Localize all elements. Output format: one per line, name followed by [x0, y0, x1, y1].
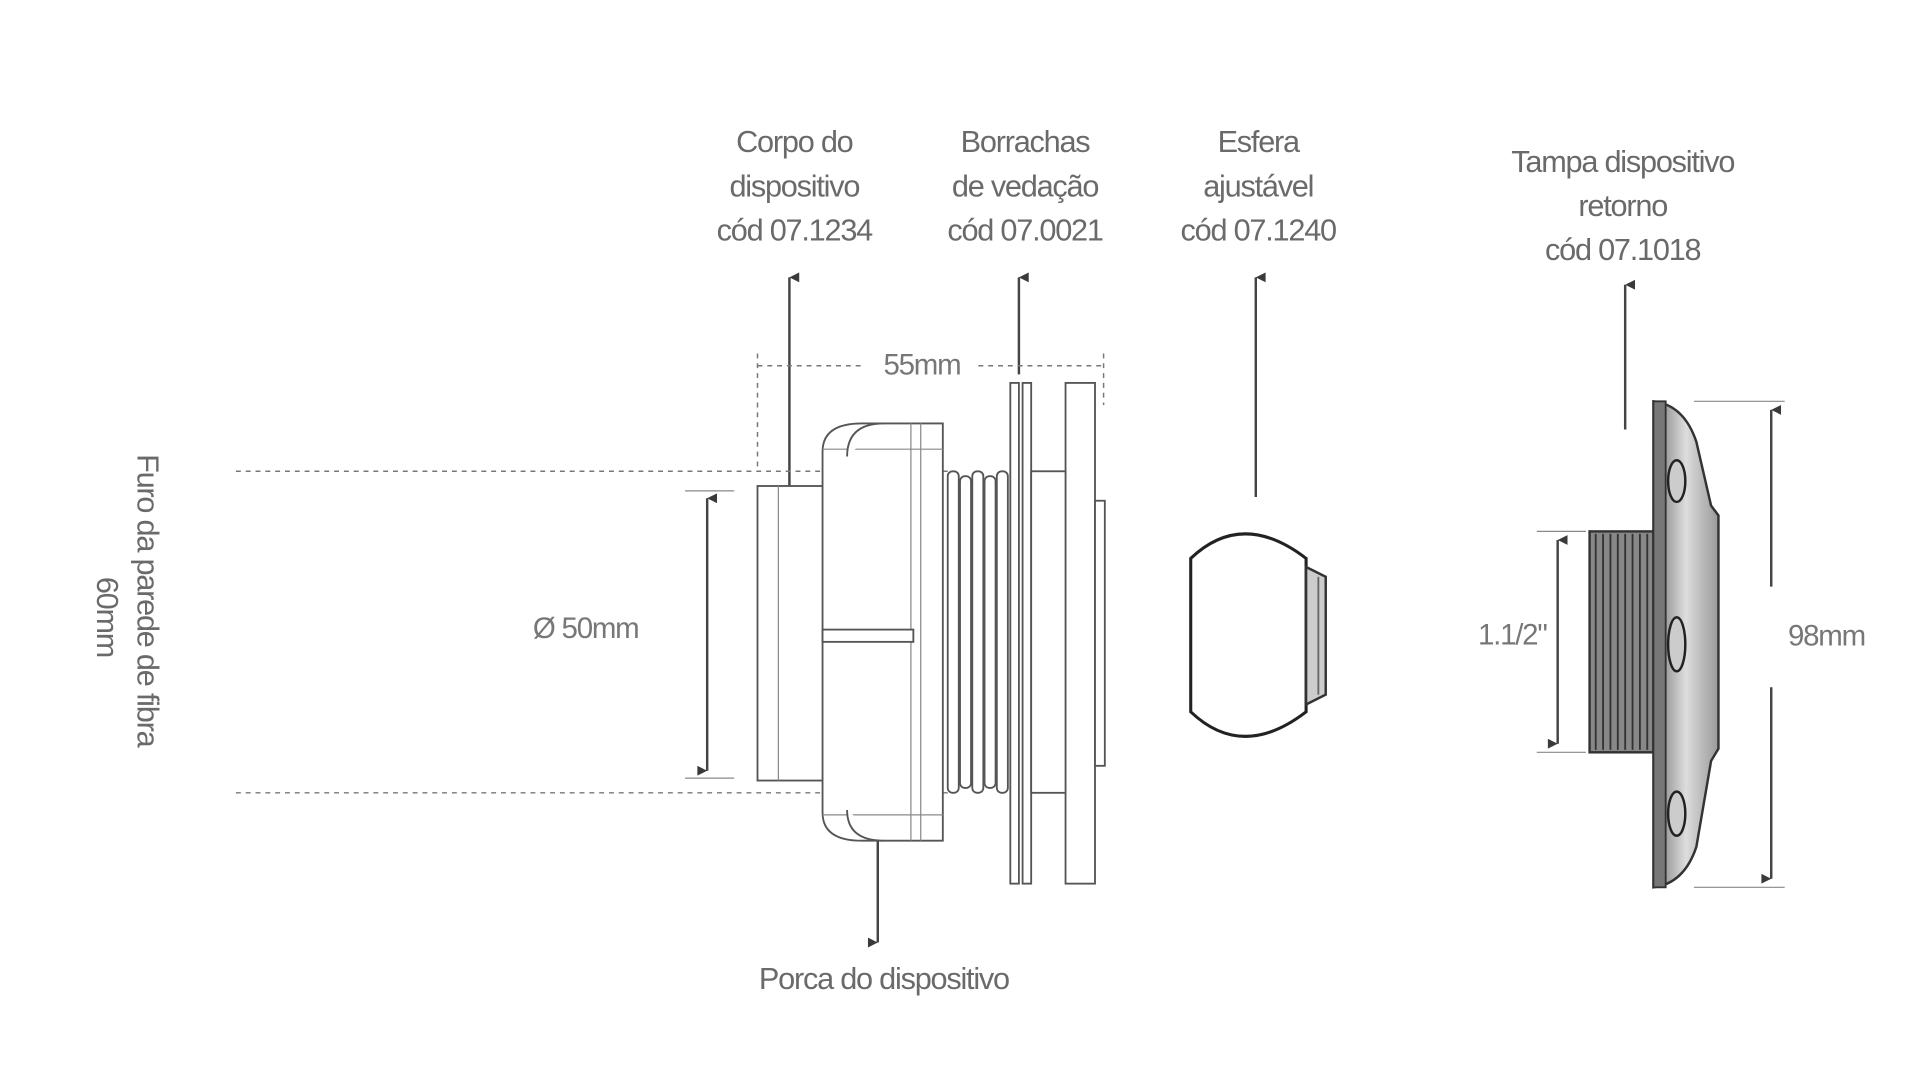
dimension-diameter: Ø 50mm [533, 490, 735, 779]
label-nut: Porca do dispositivo [759, 961, 1009, 996]
label-wall-hole: Furo da parede de fibra 60mm [90, 454, 166, 748]
svg-text:Borrachas: Borrachas [961, 124, 1091, 159]
device-body [756, 422, 944, 842]
svg-text:Esfera: Esfera [1218, 124, 1301, 159]
svg-text:dispositivo: dispositivo [729, 168, 859, 203]
label-seals: Borrachas de vedação cód 07.0021 [947, 124, 1104, 248]
svg-text:Tampa dispositivo: Tampa dispositivo [1511, 144, 1734, 179]
sealing-rubbers [1009, 381, 1106, 885]
thread-ridge [959, 475, 972, 789]
svg-text:Corpo do: Corpo do [736, 124, 853, 159]
thread-ridge [946, 470, 960, 794]
svg-text:cód 07.1018: cód 07.1018 [1545, 232, 1701, 267]
svg-text:Furo da parede de fibra: Furo da parede de fibra [131, 454, 166, 748]
svg-text:Ø 50mm: Ø 50mm [533, 612, 639, 645]
svg-text:cód 07.1240: cód 07.1240 [1181, 213, 1337, 248]
thread-ridge [995, 470, 1009, 794]
thread-ridge [971, 470, 985, 794]
svg-text:1.1/2": 1.1/2" [1478, 618, 1547, 651]
svg-text:55mm: 55mm [884, 348, 961, 381]
svg-text:60mm: 60mm [90, 577, 125, 657]
thread-ridge [983, 475, 997, 789]
return-cap [1588, 399, 1720, 889]
label-body: Corpo do dispositivo cód 07.1234 [717, 124, 875, 248]
dimension-thread: 1.1/2" [1478, 530, 1586, 753]
svg-text:98mm: 98mm [1788, 620, 1865, 653]
svg-text:retorno: retorno [1578, 188, 1667, 223]
svg-text:ajustável: ajustável [1203, 168, 1313, 203]
dimension-length: 55mm [756, 348, 1105, 472]
label-cap: Tampa dispositivo retorno cód 07.1018 [1511, 144, 1735, 267]
svg-text:cód 07.0021: cód 07.0021 [947, 213, 1103, 248]
dimension-cap-height: 98mm [1693, 400, 1866, 888]
adjustable-ball [1189, 532, 1327, 738]
svg-text:de vedação: de vedação [952, 168, 1098, 203]
device-thread [946, 470, 1009, 794]
label-ball: Esfera ajustável cód 07.1240 [1181, 124, 1338, 248]
svg-text:cód 07.1234: cód 07.1234 [717, 213, 874, 248]
